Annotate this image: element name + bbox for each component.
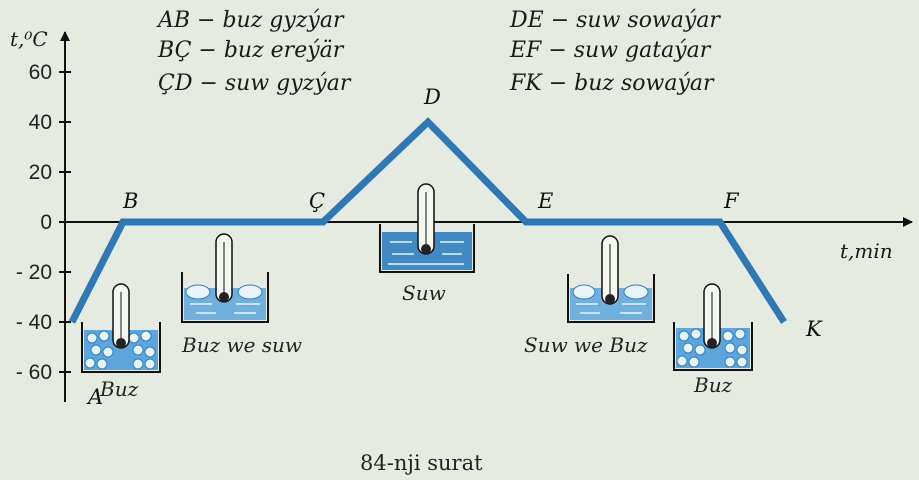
scene-label-ice-water: Buz we suw bbox=[181, 333, 302, 357]
legend-entry-bc: BÇ − buz ereýär bbox=[157, 38, 345, 63]
x-axis-label: t,min bbox=[840, 239, 893, 263]
legend: AB − buz gyzýar BÇ − buz ereýär ÇD − suw… bbox=[156, 8, 721, 96]
scene-ice-2: Buz bbox=[673, 283, 753, 397]
y-ticks: 60 40 20 0 - 20 - 40 - 60 bbox=[16, 61, 71, 384]
legend-entry-fk: FK − buz sowaýar bbox=[509, 71, 715, 96]
y-axis-label: t,⁰C bbox=[10, 27, 48, 51]
y-tick-label: 60 bbox=[29, 61, 52, 84]
scene-label-water-ice: Suw we Buz bbox=[524, 333, 648, 357]
legend-entry-cd: ÇD − suw gyzýar bbox=[158, 71, 352, 96]
legend-entry-de: DE − suw sowaýar bbox=[509, 8, 721, 33]
legend-entry-ef: EF − suw gataýar bbox=[509, 38, 712, 63]
scene-label-ice-2: Buz bbox=[693, 373, 733, 397]
y-tick-label: - 20 bbox=[16, 261, 52, 284]
scene-label-ice-1: Buz bbox=[99, 377, 139, 401]
y-tick-label: - 60 bbox=[16, 361, 52, 384]
scene-water-ice: Suw we Buz bbox=[524, 235, 655, 357]
y-tick-label: 20 bbox=[29, 161, 52, 184]
point-label-5: F bbox=[723, 189, 740, 213]
point-label-2: Ç bbox=[309, 189, 325, 213]
scene-water: Suw bbox=[379, 183, 475, 305]
plot-area: A B Ç D E F K bbox=[68, 85, 823, 409]
legend-entry-ab: AB − buz gyzýar bbox=[156, 8, 345, 33]
y-tick-label: 0 bbox=[40, 211, 52, 234]
point-label-0: A bbox=[86, 385, 103, 409]
point-label-3: D bbox=[423, 85, 441, 109]
point-label-1: B bbox=[122, 189, 138, 213]
figure-caption: 84-nji surat bbox=[360, 451, 483, 475]
point-label-4: E bbox=[537, 189, 553, 213]
scene-ice-water: Buz we suw bbox=[181, 233, 302, 357]
scene-label-water: Suw bbox=[402, 281, 446, 305]
point-labels: A B Ç D E F K bbox=[86, 85, 823, 409]
y-tick-label: 40 bbox=[29, 111, 52, 134]
point-label-6: K bbox=[805, 317, 823, 341]
scene-ice-1: Buz bbox=[81, 283, 161, 401]
y-tick-label: - 40 bbox=[16, 311, 52, 334]
temperature-line bbox=[68, 117, 787, 324]
